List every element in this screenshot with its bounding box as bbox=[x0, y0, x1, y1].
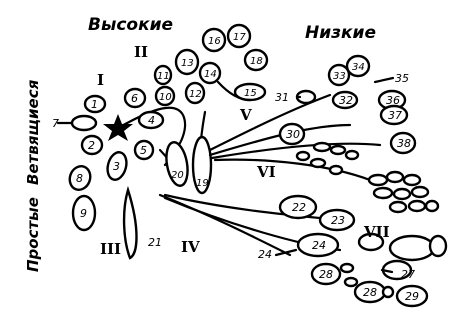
num-20: 20 bbox=[171, 170, 184, 181]
num-21: 21 bbox=[148, 236, 162, 249]
header-simple: Простые bbox=[24, 197, 42, 272]
num-3: 3 bbox=[113, 160, 120, 173]
num-19: 19 bbox=[196, 178, 209, 189]
num-17: 17 bbox=[233, 32, 246, 43]
num-37: 37 bbox=[388, 109, 402, 122]
num-29: 29 bbox=[405, 290, 419, 303]
num-28a: 28 bbox=[319, 268, 333, 281]
num-24a: 24 bbox=[258, 248, 272, 261]
shape-vii-large bbox=[390, 236, 434, 260]
num-4: 4 bbox=[148, 114, 155, 127]
num-8: 8 bbox=[76, 172, 83, 185]
group-label-ii: II bbox=[134, 43, 148, 61]
num-5: 5 bbox=[140, 144, 147, 157]
group-label-i: I bbox=[97, 71, 104, 89]
star-icon bbox=[103, 114, 133, 141]
header-high: Высокие bbox=[88, 15, 173, 35]
group-label-iii: III bbox=[100, 240, 121, 258]
num-11: 11 bbox=[157, 71, 170, 82]
num-1: 1 bbox=[91, 98, 98, 111]
num-2: 2 bbox=[88, 139, 95, 152]
group-label-v: V bbox=[239, 106, 252, 124]
shape-7-body bbox=[72, 116, 96, 130]
num-28b: 28 bbox=[363, 286, 377, 299]
cluster-vi-end bbox=[369, 172, 438, 212]
num-12: 12 bbox=[189, 89, 202, 100]
num-30: 30 bbox=[286, 128, 300, 141]
num-24b: 24 bbox=[312, 239, 326, 252]
num-10: 10 bbox=[159, 92, 172, 103]
header-branching: Ветвящиеся bbox=[24, 79, 42, 185]
num-23: 23 bbox=[331, 214, 345, 227]
num-36: 36 bbox=[386, 94, 400, 107]
num-31: 31 bbox=[275, 91, 289, 104]
num-13: 13 bbox=[181, 58, 194, 69]
num-34: 34 bbox=[352, 62, 365, 73]
num-32: 32 bbox=[339, 94, 353, 107]
group-label-vi: VI bbox=[256, 163, 276, 181]
header-low: Низкие bbox=[305, 23, 376, 43]
num-6: 6 bbox=[131, 92, 138, 105]
num-7: 7 bbox=[52, 117, 59, 130]
num-15: 15 bbox=[244, 88, 257, 99]
shape-21 bbox=[124, 190, 136, 258]
num-35: 35 bbox=[395, 72, 409, 85]
num-22: 22 bbox=[292, 201, 306, 214]
group-label-iv: IV bbox=[181, 238, 200, 256]
num-33: 33 bbox=[333, 71, 346, 82]
num-18: 18 bbox=[250, 56, 263, 67]
group-label-vii: VII bbox=[363, 223, 390, 241]
num-27: 27 bbox=[401, 268, 415, 281]
num-38: 38 bbox=[397, 137, 411, 150]
num-9: 9 bbox=[80, 207, 87, 220]
num-16: 16 bbox=[208, 36, 221, 47]
num-14: 14 bbox=[204, 69, 217, 80]
